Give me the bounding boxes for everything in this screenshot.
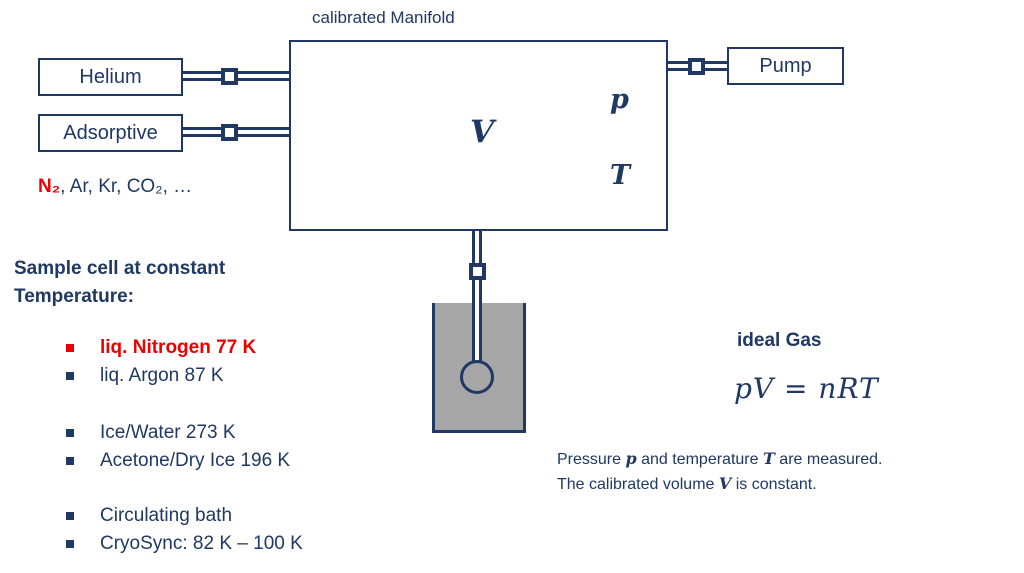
adsorptive-gas-list: N₂, Ar, Kr, CO₂, … [38, 176, 192, 198]
bullet-icon [66, 540, 74, 548]
adsorptive-source-box: Adsorptive [38, 114, 183, 152]
sample-cell-pipe [472, 231, 482, 362]
measurement-notes: Pressure p and temperature T are measure… [557, 447, 882, 497]
pressure-symbol: p [610, 84, 629, 115]
bath-option-label: liq. Argon 87 K [100, 365, 224, 386]
note-text: The calibrated volume [557, 476, 719, 493]
bullet-icon [66, 429, 74, 437]
bullet-icon [66, 457, 74, 465]
heading-line-2: Temperature: [14, 286, 135, 307]
sample-cell-bulb [460, 360, 494, 394]
measurement-note-line-2: The calibrated volume V is constant. [557, 472, 882, 497]
note-text: is constant. [731, 476, 817, 493]
pump-label: Pump [759, 54, 812, 77]
bath-option-argon: liq. Argon 87 K [66, 365, 224, 387]
note-text: and temperature [636, 451, 763, 468]
measurement-note-line-1: Pressure p and temperature T are measure… [557, 447, 882, 472]
pump-valve-icon [688, 58, 705, 75]
bath-option-acetone-dry-ice: Acetone/Dry Ice 196 K [66, 450, 290, 472]
gas-others: , Ar, Kr, CO₂, … [60, 176, 193, 197]
bath-option-label: Ice/Water 273 K [100, 422, 236, 443]
bath-option-label: Circulating bath [100, 505, 233, 526]
adsorptive-label: Adsorptive [63, 121, 158, 144]
bullet-icon [66, 512, 74, 520]
adsorptive-valve-icon [221, 124, 238, 141]
pump-box: Pump [727, 47, 844, 85]
note-text: are measured. [774, 451, 883, 468]
heading-line-1: Sample cell at constant [14, 258, 226, 279]
bath-option-label: CryoSync: 82 K – 100 K [100, 533, 303, 554]
bath-option-label: liq. Nitrogen 77 K [100, 337, 257, 358]
bullet-icon [66, 372, 74, 380]
ideal-gas-equation: pV = nRT [734, 372, 879, 405]
volume-symbol: V [470, 114, 495, 150]
manifold-box: V p T [289, 40, 668, 231]
bath-option-cryosync: CryoSync: 82 K – 100 K [66, 533, 303, 555]
bath-option-ice-water: Ice/Water 273 K [66, 422, 236, 444]
manifold-title: calibrated Manifold [312, 8, 455, 27]
bath-option-nitrogen: liq. Nitrogen 77 K [66, 337, 256, 359]
helium-source-box: Helium [38, 58, 183, 96]
ideal-gas-title: ideal Gas [737, 330, 822, 351]
temperature-symbol: T [610, 160, 631, 191]
volume-symbol-inline: V [718, 474, 732, 493]
bullet-icon [66, 344, 74, 352]
helium-valve-icon [221, 68, 238, 85]
sample-cell-heading: Sample cell at constant Temperature: [14, 255, 225, 311]
pressure-symbol-inline: p [625, 449, 637, 468]
temperature-symbol-inline: T [762, 449, 775, 468]
note-text: Pressure [557, 451, 626, 468]
gas-nitrogen: N₂ [38, 176, 61, 197]
sample-valve-icon [469, 263, 486, 280]
helium-label: Helium [79, 65, 142, 88]
bath-option-circulating-bath: Circulating bath [66, 505, 232, 527]
bath-option-label: Acetone/Dry Ice 196 K [100, 450, 291, 471]
